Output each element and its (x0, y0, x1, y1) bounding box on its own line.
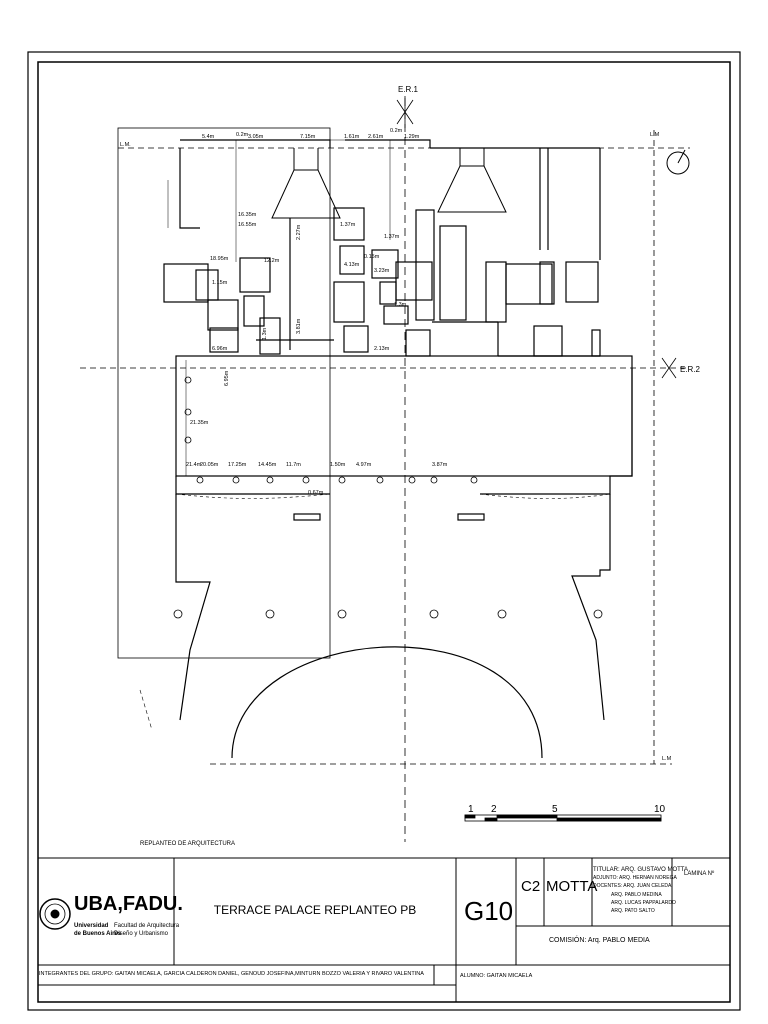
logo-faculty-line2: Diseño y Urbanismo (114, 931, 169, 937)
er2-label: E.R.2 (680, 365, 701, 374)
dim-text: 3.87m (432, 462, 448, 468)
cathedra-name: MOTTA (546, 878, 598, 895)
er2-marker (661, 357, 677, 379)
docente-4-text: ARQ. PATO SALTO (611, 908, 655, 914)
docentes-text: DOCENTES: ARQ. JUAN CELEDA (593, 883, 672, 889)
lm-right-label: L.M (650, 132, 660, 138)
dim-text: 1.3m (394, 302, 407, 308)
dim-text: 0.2m (390, 128, 403, 134)
dim-text: 2.27m (296, 224, 302, 240)
dim-text: 5.4m (202, 134, 215, 140)
titular-text: TITULAR: ARQ. GUSTAVO MOTTA (593, 867, 689, 873)
dim-text: 1.29m (404, 134, 420, 140)
project-title: TERRACE PALACE REPLANTEO PB (213, 903, 417, 917)
uba-seal-logo (39, 898, 71, 930)
dim-text: 4.97m (356, 462, 372, 468)
dim-text: 1.15m (212, 280, 228, 286)
dim-text: 1.37m (384, 234, 400, 240)
dim-text: 21.4m (186, 462, 202, 468)
replanteo-caption: REPLANTEO DE ARQUITECTURA (140, 841, 235, 847)
scale-tick-label: 10 (654, 804, 666, 815)
dim-text: 11.7m (286, 462, 301, 468)
lm-top-label: L.M. (120, 142, 131, 148)
stairwells (271, 148, 507, 219)
dim-text: 21.35m (190, 420, 209, 426)
adjunto-text: ADJUNTO: ARQ. HERNAN NOREGA (593, 875, 677, 881)
scale-tick-label: 2 (491, 804, 497, 815)
dim-text: 3.23m (374, 268, 390, 274)
reference-lines (80, 98, 690, 842)
dim-text: 14.45m (258, 462, 277, 468)
dim-text: 12.2m (264, 258, 280, 264)
integrantes-text: INTEGRANTES DEL GRUPO: GAITAN MICAELA, G… (39, 971, 424, 977)
docente-3-text: ARQ. LUCAS PAPPALARDO (611, 900, 676, 906)
dim-text: 1.37m (340, 222, 356, 228)
er1-marker (396, 96, 414, 128)
inner-border (37, 61, 731, 1003)
dim-text: 0.2m (236, 132, 249, 138)
dim-text: 1.3m (262, 327, 268, 340)
dim-text: 0.15m (364, 254, 380, 260)
dim-text: 6.95m (224, 370, 230, 386)
interior-rooms (163, 148, 601, 357)
dim-text: 6.96m (212, 346, 228, 352)
dim-text: 18.95m (210, 256, 229, 262)
dim-text: 17.25m (228, 462, 247, 468)
title-block-frame (38, 857, 730, 1002)
scale-bar (464, 814, 662, 822)
dim-text: 3.81m (296, 318, 302, 334)
lm-bottom-label: L.M (662, 756, 672, 762)
lamina-label: LAMINA Nº (684, 871, 715, 877)
dim-text: 20.05m (200, 462, 219, 468)
comision-text: COMISIÓN: Arq. PABLO MEDIA (549, 937, 650, 944)
alumno-text: ALUMNO: GAITAN MICAELA (460, 973, 533, 979)
dimension-lines (167, 139, 480, 477)
dim-text: 1.50m (330, 462, 346, 468)
logo-faculty-line1: Facultad de Arquitectura (114, 923, 180, 929)
docente-2-text: ARQ. PABLO MEDINA (611, 892, 662, 898)
group-code: G10 (464, 896, 514, 926)
north-arrow (666, 149, 690, 175)
er1-label: E.R.1 (398, 85, 419, 94)
logo-brand: UBA,FADU. (74, 893, 183, 915)
scale-tick-label: 1 (468, 804, 474, 815)
dim-text: 4.13m (344, 262, 360, 268)
dimension-texts: 5.4m 0.2m 3.05m 7.15m 1.61m 2.61m 0.2m 1… (186, 128, 448, 496)
logo-university-line2: de Buenos Aires (74, 931, 122, 937)
dim-text: 0.67m (308, 490, 324, 496)
scale-tick-label: 5 (552, 804, 558, 815)
building-outline (117, 127, 633, 759)
columns (173, 376, 603, 619)
dim-text: 2.61m (368, 134, 384, 140)
dim-text: 1.61m (344, 134, 360, 140)
outer-border (27, 51, 741, 1011)
dim-text: 16.55m (238, 222, 257, 228)
dim-text: 2.13m (374, 346, 390, 352)
cathedra-code: C2 (521, 878, 541, 895)
dim-text: 7.15m (300, 134, 316, 140)
dim-text: 16.35m (238, 212, 257, 218)
logo-university-line1: Universidad (74, 923, 109, 929)
dim-text: 3.05m (248, 134, 264, 140)
